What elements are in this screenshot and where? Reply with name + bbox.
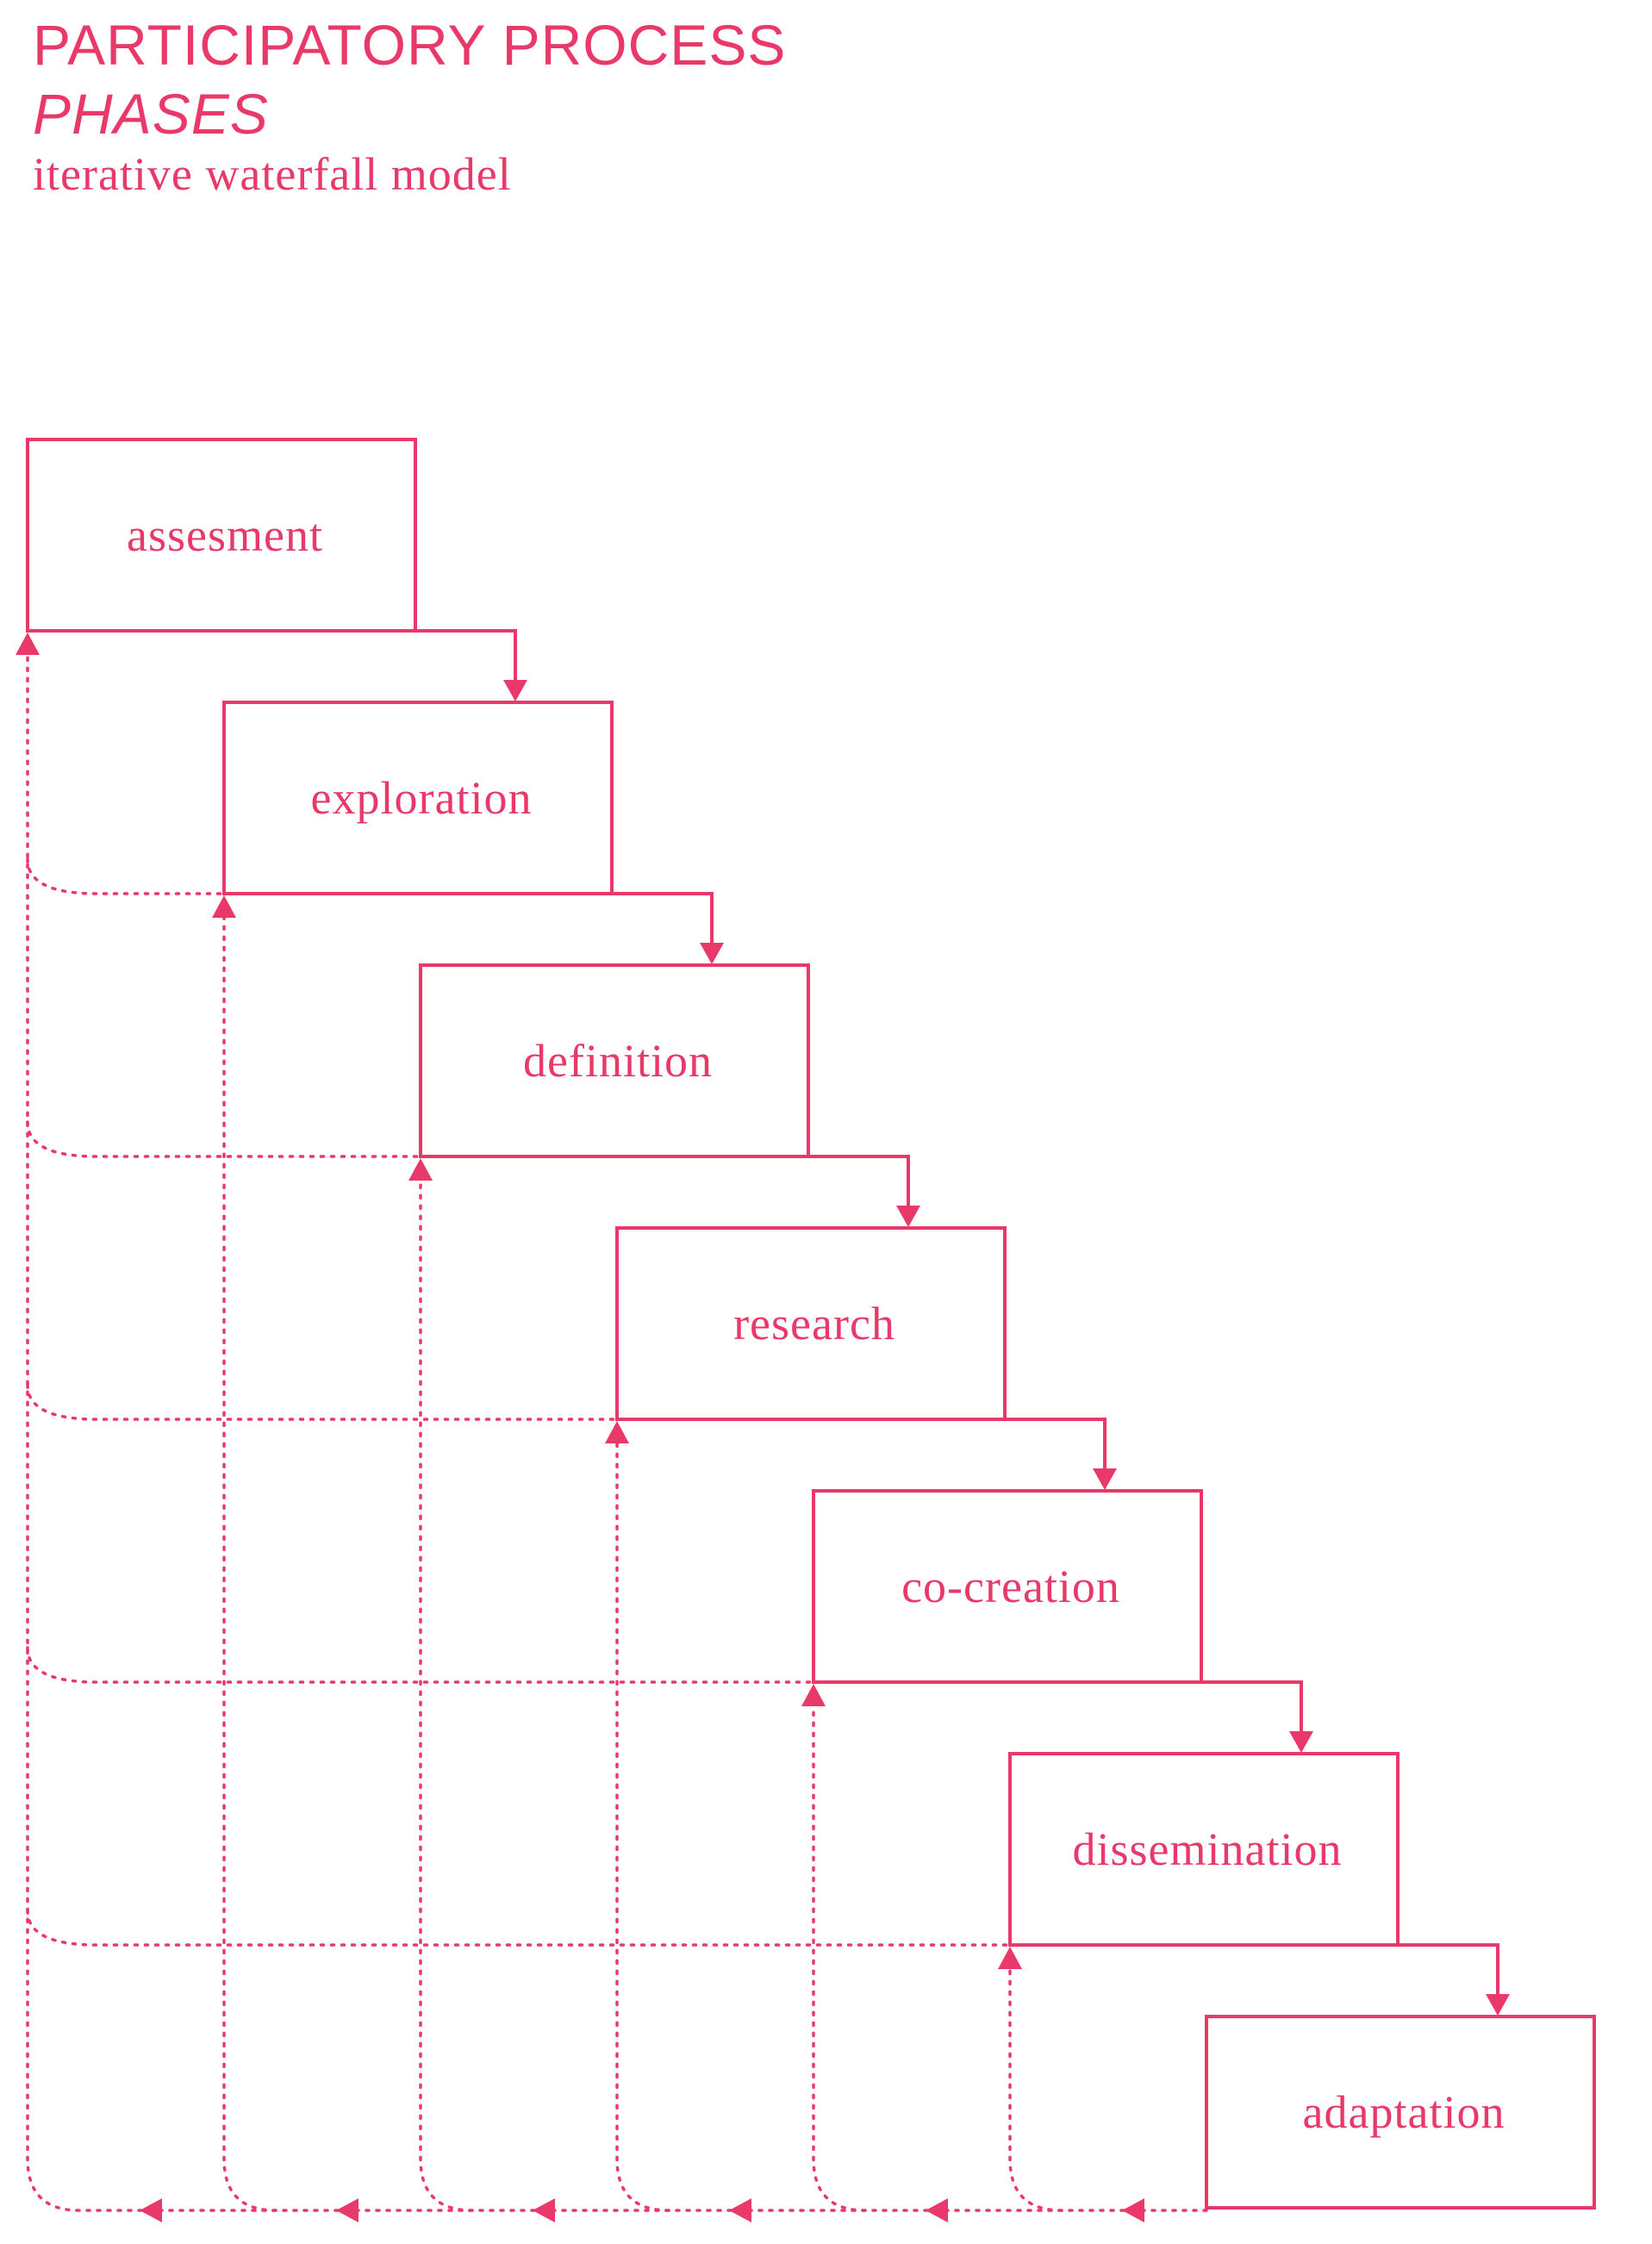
page-subtitle: PHASES xyxy=(33,82,269,146)
phase-box-rect xyxy=(1008,1752,1400,1947)
arrow-head xyxy=(926,2198,948,2222)
flow-arrow xyxy=(1201,1680,1313,1753)
phase-boxes: assesment exploration definition research co… xyxy=(26,438,1596,2210)
phase-box-rect xyxy=(419,963,810,1158)
page-caption: iterative waterfall model xyxy=(33,148,512,200)
arrow-head xyxy=(16,633,40,655)
feedback-up-arrow xyxy=(605,1421,670,2212)
feedback-up-arrow xyxy=(801,1684,867,2212)
feedback-up-arrow xyxy=(212,895,277,2212)
phase-label: definition xyxy=(523,1035,713,1087)
phase-label: research xyxy=(733,1298,895,1350)
feedback-up-arrow xyxy=(998,1947,1063,2212)
arrow-head xyxy=(533,2198,555,2222)
arrow-head xyxy=(605,1421,629,1443)
feedback-horizontal-line xyxy=(26,1120,422,1158)
forward-flow-arrows xyxy=(415,629,1510,2016)
phase-box-exploration: exploration xyxy=(222,701,614,895)
phase-box-co-creation: co-creation xyxy=(812,1489,1203,1684)
flow-arrow xyxy=(1398,1943,1510,2016)
phase-box-definition: definition xyxy=(419,963,810,1158)
arrow-head xyxy=(729,2198,751,2222)
phase-label: adaptation xyxy=(1303,2086,1506,2138)
arrow-head xyxy=(896,1206,920,1227)
arrow-head xyxy=(998,1947,1022,1969)
phase-box-rect xyxy=(1205,2015,1596,2210)
feedback-horizontal-line xyxy=(26,1909,1012,1947)
arrow-head xyxy=(408,1158,433,1181)
feedback-loops xyxy=(16,633,1208,2222)
phase-label: exploration xyxy=(311,772,533,824)
flow-arrow xyxy=(415,629,527,701)
feedback-horizontal-line xyxy=(26,1383,619,1421)
phase-label: co-creation xyxy=(901,1561,1120,1612)
flow-arrow xyxy=(808,1155,920,1227)
phase-box-assesment: assesment xyxy=(26,438,417,633)
page-title: PARTICIPATORY PROCESS xyxy=(33,13,787,77)
phase-label: assesment xyxy=(127,509,323,561)
feedback-up-arrow xyxy=(16,633,81,2212)
arrow-head xyxy=(503,680,527,701)
phase-box-rect xyxy=(615,1226,1007,1421)
arrow-head xyxy=(212,895,236,918)
arrow-head xyxy=(1093,1468,1117,1490)
arrow-head xyxy=(1289,1731,1313,1753)
arrow-head xyxy=(336,2198,358,2222)
arrow-head xyxy=(1486,1994,1510,2016)
arrow-head xyxy=(801,1684,826,1706)
arrow-head xyxy=(1122,2198,1144,2222)
feedback-horizontal-line xyxy=(26,857,226,895)
feedback-up-arrow xyxy=(408,1158,474,2212)
feedback-bottom-line xyxy=(78,2198,1208,2222)
phase-box-rect xyxy=(812,1489,1203,1684)
feedback-horizontal-line xyxy=(26,1646,815,1684)
flow-arrow xyxy=(612,892,724,964)
phase-label: dissemination xyxy=(1073,1823,1343,1875)
arrow-head xyxy=(140,2198,162,2222)
phase-box-rect xyxy=(26,438,417,633)
phase-box-adaptation: adaptation xyxy=(1205,2015,1596,2210)
flow-arrow xyxy=(1005,1418,1117,1490)
phase-box-research: research xyxy=(615,1226,1007,1421)
phase-box-dissemination: dissemination xyxy=(1008,1752,1400,1947)
arrow-head xyxy=(700,943,724,964)
title-block: PARTICIPATORY PROCESS PHASES iterative w… xyxy=(33,10,786,200)
phase-box-rect xyxy=(222,701,614,895)
